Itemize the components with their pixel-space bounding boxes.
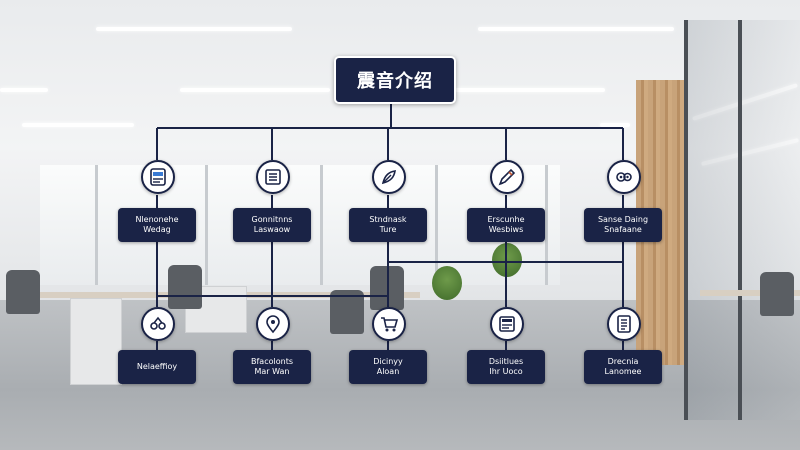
ceiling-light xyxy=(455,88,605,92)
checklist-icon xyxy=(607,307,641,341)
node-label: Nelaeffioy xyxy=(118,350,196,384)
plant xyxy=(432,266,462,300)
ceiling-light xyxy=(0,88,48,92)
window-mullion xyxy=(205,165,208,285)
card-reader-icon xyxy=(141,160,175,194)
document-list-icon xyxy=(256,160,290,194)
desk-drawer xyxy=(70,298,122,385)
gear-cluster-icon xyxy=(607,160,641,194)
desk xyxy=(30,292,220,298)
office-chair xyxy=(168,265,202,309)
form-icon xyxy=(490,307,524,341)
window-mullion xyxy=(95,165,98,285)
office-chair xyxy=(6,270,40,314)
ceiling-light xyxy=(600,123,630,127)
window-mullion xyxy=(545,165,548,285)
location-pin-icon xyxy=(256,307,290,341)
ceiling-light xyxy=(22,123,134,127)
ceiling-light xyxy=(478,27,674,31)
window-mullion xyxy=(320,165,323,285)
ceiling-light xyxy=(96,27,292,31)
cart-icon xyxy=(372,307,406,341)
pen-tool-icon xyxy=(490,160,524,194)
glass-frame xyxy=(738,20,742,420)
desk xyxy=(700,290,800,296)
connection-icon xyxy=(141,307,175,341)
ceiling-light xyxy=(180,88,330,92)
diagram-title: 震音介绍 xyxy=(334,56,456,104)
window-mullion xyxy=(435,165,438,285)
office-chair xyxy=(760,272,794,316)
glass-frame xyxy=(684,20,688,420)
office-chair xyxy=(330,290,364,334)
glass-partition xyxy=(684,20,800,420)
leaf-icon xyxy=(372,160,406,194)
